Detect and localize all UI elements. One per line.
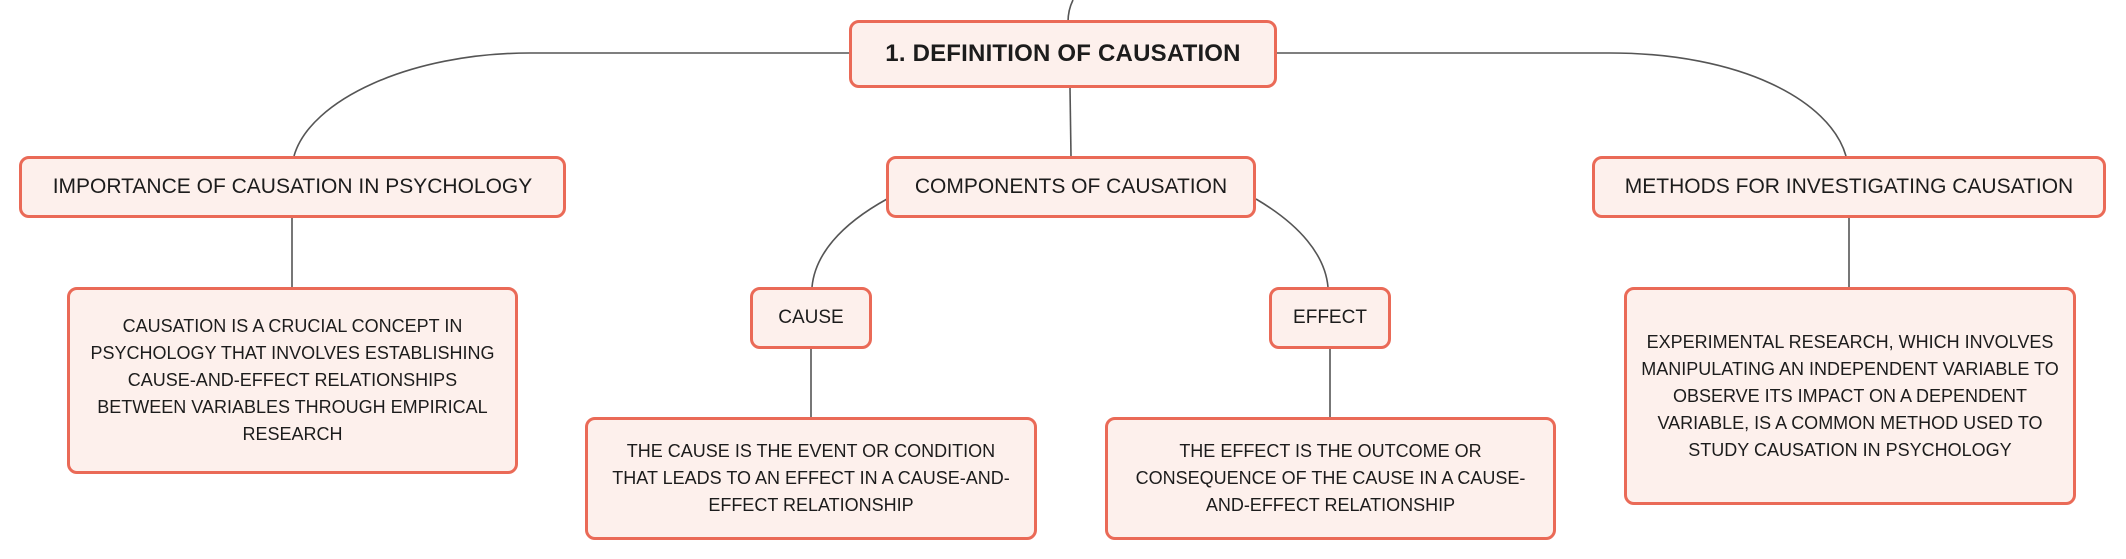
cause-detail[interactable]: THE CAUSE IS THE EVENT OR CONDITION THAT… <box>585 417 1037 540</box>
subtopic-effect-label: EFFECT <box>1293 307 1367 328</box>
connector-root-methods <box>1275 52 1847 157</box>
root-label: 1. DEFINITION OF CAUSATION <box>885 40 1241 67</box>
root-node[interactable]: 1. DEFINITION OF CAUSATION <box>849 20 1277 88</box>
connector-components-effect <box>1255 198 1329 288</box>
topic-methods[interactable]: METHODS FOR INVESTIGATING CAUSATION <box>1592 156 2106 218</box>
connector-root-importance <box>293 52 850 157</box>
methods-detail[interactable]: EXPERIMENTAL RESEARCH, WHICH INVOLVES MA… <box>1624 287 2076 505</box>
subtopic-cause-label: CAUSE <box>778 307 844 328</box>
cause-detail-text: THE CAUSE IS THE EVENT OR CONDITION THAT… <box>612 441 1010 515</box>
topic-components-label: COMPONENTS OF CAUSATION <box>914 175 1228 198</box>
effect-detail-text: THE EFFECT IS THE OUTCOME OR CONSEQUENCE… <box>1135 441 1526 515</box>
subtopic-effect[interactable]: EFFECT <box>1269 287 1391 349</box>
connector-parent-root <box>1067 0 1074 23</box>
connector-components-cause <box>811 198 888 288</box>
topic-methods-label: METHODS FOR INVESTIGATING CAUSATION <box>1624 175 2074 198</box>
connector-root-components <box>1069 87 1072 157</box>
topic-importance[interactable]: IMPORTANCE OF CAUSATION IN PSYCHOLOGY <box>19 156 566 218</box>
methods-detail-text: EXPERIMENTAL RESEARCH, WHICH INVOLVES MA… <box>1641 331 2059 460</box>
importance-detail[interactable]: CAUSATION IS A CRUCIAL CONCEPT IN PSYCHO… <box>67 287 518 474</box>
importance-detail-text: CAUSATION IS A CRUCIAL CONCEPT IN PSYCHO… <box>90 316 495 444</box>
subtopic-cause[interactable]: CAUSE <box>750 287 872 349</box>
topic-components[interactable]: COMPONENTS OF CAUSATION <box>886 156 1256 218</box>
topic-importance-label: IMPORTANCE OF CAUSATION IN PSYCHOLOGY <box>52 175 533 198</box>
effect-detail[interactable]: THE EFFECT IS THE OUTCOME OR CONSEQUENCE… <box>1105 417 1556 540</box>
